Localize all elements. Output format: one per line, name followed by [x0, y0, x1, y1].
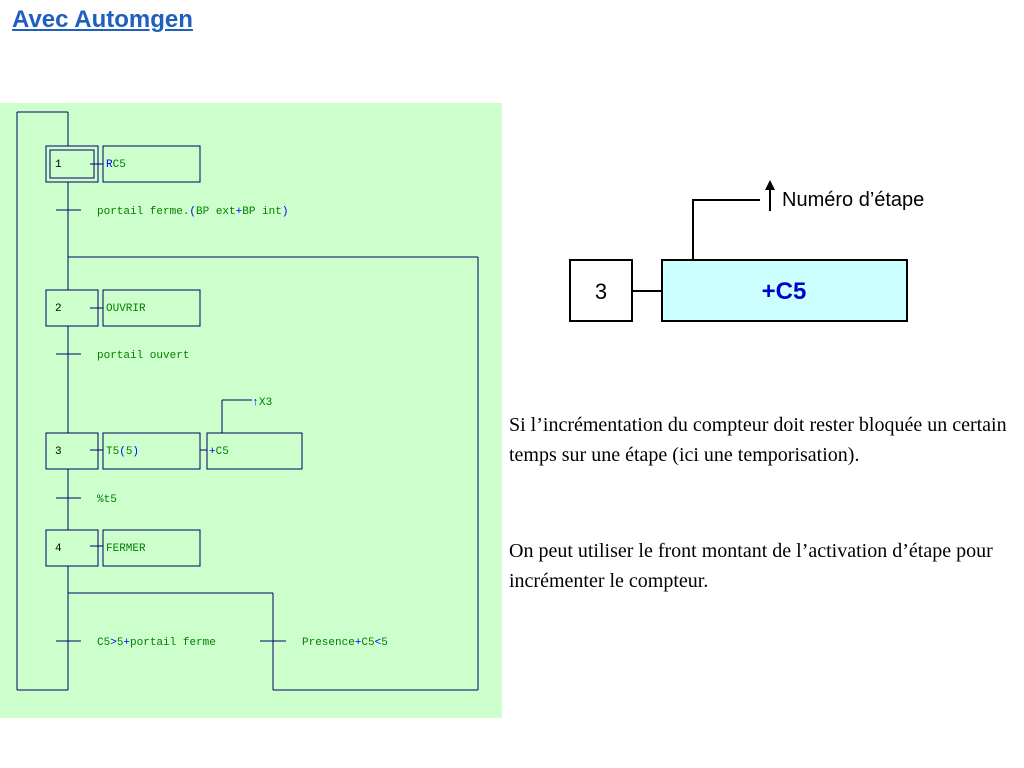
label-fragment: C5	[113, 159, 126, 171]
legend-step-box	[569, 259, 633, 322]
grafcet-links	[16, 111, 479, 691]
step-4: 4	[45, 529, 99, 567]
label-fragment: )	[282, 206, 289, 218]
action-text-step3-timer: T5(5)	[106, 446, 139, 458]
legend-diagram: 3 +C5 Numéro d’étape	[560, 175, 980, 335]
label-fragment: BP ext	[196, 206, 236, 218]
transition-3-condition: %t5	[97, 494, 117, 506]
step-2: 2	[45, 289, 99, 327]
label-fragment: FERMER	[106, 543, 146, 555]
label-fragment: C5	[361, 637, 374, 649]
label-fragment: portail ouvert	[97, 350, 189, 362]
transition-5-condition: Presence+C5<5	[302, 637, 388, 649]
legend-svg: 3 +C5 Numéro d’étape	[569, 180, 924, 322]
label-fragment: 5	[126, 446, 133, 458]
label-fragment: T5	[106, 446, 119, 458]
label-fragment: +	[355, 637, 362, 649]
step-3: 3	[45, 432, 99, 470]
action-boxes	[102, 145, 303, 567]
legend-action-box	[661, 259, 908, 322]
action-box	[102, 289, 201, 327]
step-number: 2	[55, 303, 62, 315]
label-fragment: <	[375, 637, 382, 649]
action-text-step3-counter: +C5	[209, 446, 229, 458]
label-fragment: >	[110, 637, 117, 649]
legend-action-text: +C5	[762, 278, 807, 305]
label-fragment: BP int	[242, 206, 282, 218]
label-fragment: 5	[381, 637, 388, 649]
action-box	[102, 529, 201, 567]
label-fragment: portail ferme.	[97, 206, 189, 218]
legend-edge-line	[692, 199, 760, 260]
legend-arrow-label: Numéro d’étape	[782, 189, 924, 211]
grafcet-diagram: 1 2 3 4 RC5 OUVRIR T5(5) +C5 FERMER por	[16, 111, 479, 691]
label-fragment: +	[123, 637, 130, 649]
legend-step-number: 3	[595, 279, 607, 304]
label-fragment: 5	[117, 637, 124, 649]
label-fragment: +	[236, 206, 243, 218]
label-fragment: portail ferme	[130, 637, 216, 649]
step-number: 4	[55, 543, 62, 555]
label-fragment: (	[119, 446, 126, 458]
action-box	[102, 145, 201, 183]
label-fragment: )	[132, 446, 139, 458]
step-number: 1	[55, 159, 62, 171]
edge-label-text: X3	[259, 397, 272, 409]
page-title: Avec Automgen	[12, 6, 193, 33]
action-text-step2: OUVRIR	[106, 303, 146, 315]
transition-1-condition: portail ferme.(BP ext+BP int)	[97, 206, 288, 218]
transition-2-condition: portail ouvert	[97, 350, 189, 362]
action-box	[102, 432, 201, 470]
up-arrow-icon-head	[765, 180, 775, 190]
label-fragment: %t5	[97, 494, 117, 506]
label-fragment: +	[209, 446, 216, 458]
step-1: 1	[45, 145, 99, 183]
grafcet-panel: 1 2 3 4 RC5 OUVRIR T5(5) +C5 FERMER por	[0, 103, 502, 718]
action-text-step1: RC5	[106, 159, 126, 171]
label-fragment: R	[106, 159, 113, 171]
action-box	[206, 432, 303, 470]
label-fragment: Presence	[302, 637, 355, 649]
label-fragment: C5	[97, 637, 110, 649]
label-fragment: (	[189, 206, 196, 218]
paragraph-2: On peut utiliser le front montant de l’a…	[509, 540, 993, 592]
action-text-step4: FERMER	[106, 543, 146, 555]
transition-4-condition: C5>5+portail ferme	[97, 637, 216, 649]
rising-edge-arrow-icon: ↑	[252, 397, 259, 409]
step-number: 3	[55, 446, 62, 458]
paragraph-1: Si l’incrémentation du compteur doit res…	[509, 414, 1007, 466]
label-fragment: C5	[216, 446, 229, 458]
label-fragment: OUVRIR	[106, 303, 146, 315]
